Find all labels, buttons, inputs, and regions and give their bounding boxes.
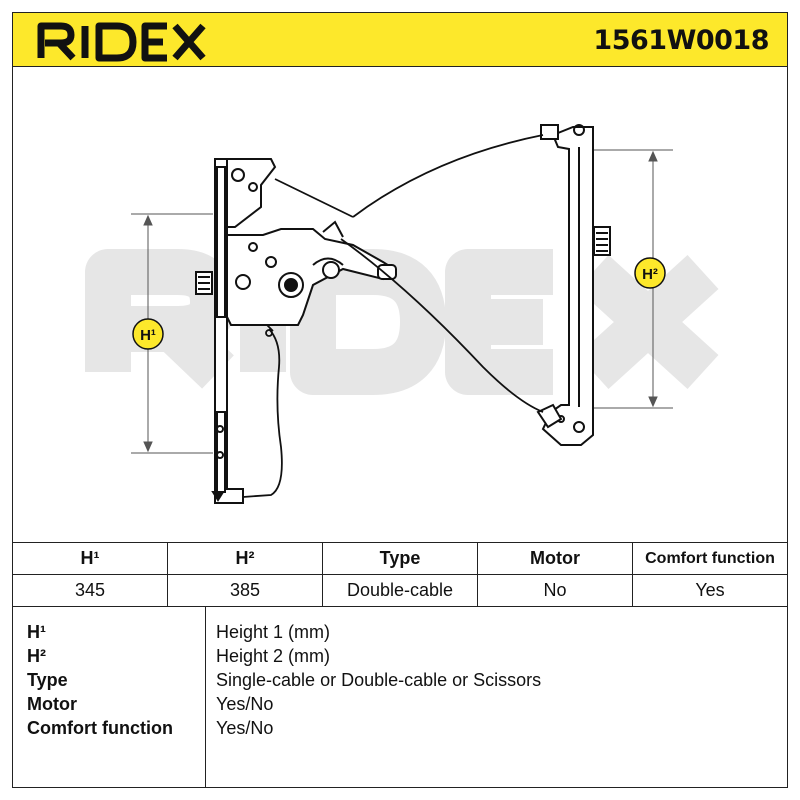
header-h2: H² <box>167 542 323 575</box>
left-guide-rail <box>195 158 277 504</box>
value-type: Double-cable <box>322 574 478 607</box>
ridex-logo <box>35 16 210 69</box>
legend: H¹ H² Type Motor Comfort function Height… <box>12 606 788 788</box>
technical-drawing: H¹ H² <box>12 67 788 542</box>
value-h2: 385 <box>167 574 323 607</box>
part-number: 1561W0018 <box>593 25 769 56</box>
legend-key: Comfort function <box>27 718 173 738</box>
regulator-cables <box>242 134 544 498</box>
value-motor: No <box>477 574 633 607</box>
legend-value: Yes/No <box>216 694 274 714</box>
legend-values: Height 1 (mm) Height 2 (mm) Single-cable… <box>216 620 541 740</box>
legend-key: H² <box>27 646 46 666</box>
svg-text:H¹: H¹ <box>140 327 156 344</box>
right-guide-rail <box>536 124 611 446</box>
legend-value: Yes/No <box>216 718 274 738</box>
legend-key: H¹ <box>27 622 46 642</box>
spec-value-row: 345 385 Double-cable No Yes <box>12 574 788 607</box>
legend-key: Type <box>27 670 68 690</box>
header-comfort-function: Comfort function <box>632 542 788 575</box>
legend-keys: H¹ H² Type Motor Comfort function <box>27 620 173 740</box>
header-type: Type <box>322 542 478 575</box>
svg-text:H²: H² <box>642 266 658 283</box>
spec-table: H¹ H² Type Motor Comfort function 345 38… <box>12 542 788 607</box>
spec-header-row: H¹ H² Type Motor Comfort function <box>12 542 788 575</box>
legend-value: Height 2 (mm) <box>216 646 331 666</box>
h2-badge: H² <box>634 257 666 289</box>
regulator-carrier <box>226 220 397 326</box>
legend-divider <box>205 606 206 787</box>
legend-key: Motor <box>27 694 77 714</box>
legend-value: Single-cable or Double-cable or Scissors <box>216 670 542 690</box>
h1-badge: H¹ <box>132 318 164 350</box>
value-comfort-function: Yes <box>632 574 788 607</box>
legend-value: Height 1 (mm) <box>216 622 331 642</box>
dimension-h1 <box>131 213 213 454</box>
value-h1: 345 <box>12 574 168 607</box>
header-motor: Motor <box>477 542 633 575</box>
header-bar: 1561W0018 <box>12 12 788 67</box>
header-h1: H¹ <box>12 542 168 575</box>
